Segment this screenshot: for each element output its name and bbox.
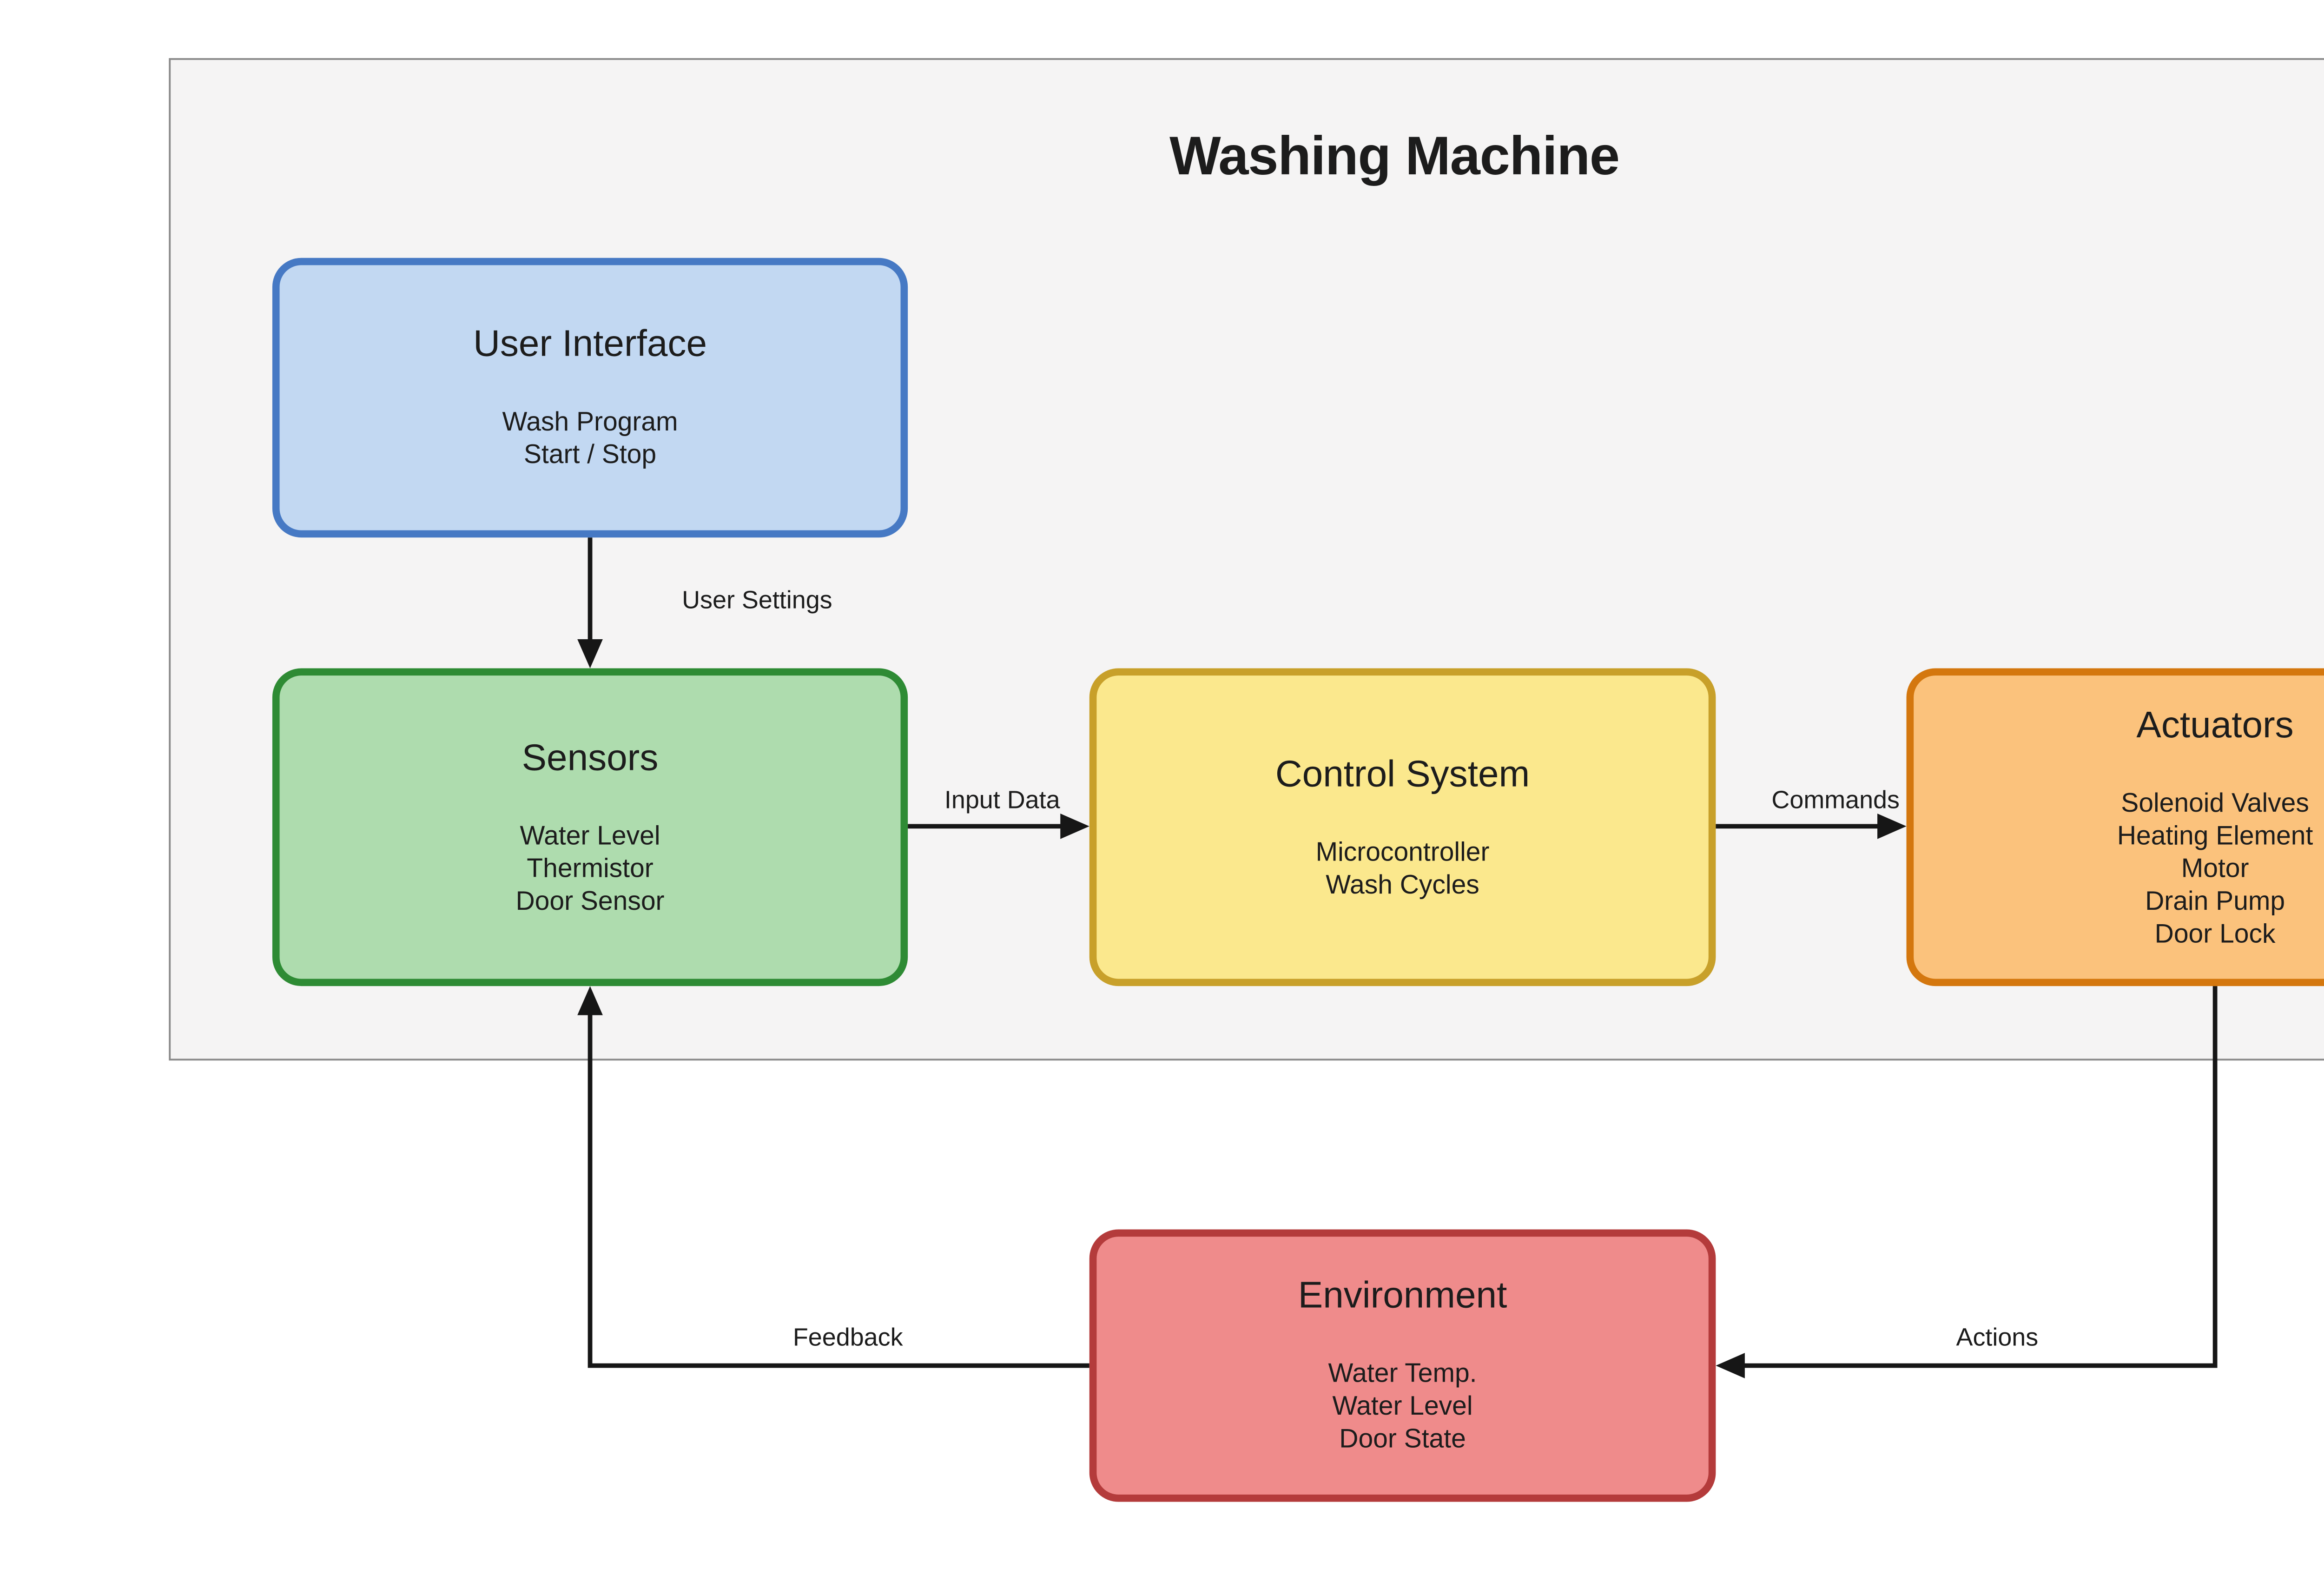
edge-label-actions: Actions xyxy=(1956,1324,2039,1351)
node-control-system-title: Control System xyxy=(1275,753,1530,794)
edge-actions-line xyxy=(1743,986,2218,1368)
node-user-interface-line: Start / Stop xyxy=(523,441,657,470)
node-actuators-title: Actuators xyxy=(2136,703,2294,746)
node-actuators-line: Solenoid Valves xyxy=(2121,789,2309,818)
node-sensors-title: Sensors xyxy=(522,736,659,778)
node-actuators-line: Heating Element xyxy=(2117,821,2313,851)
edge-commands-arrowhead xyxy=(1877,814,1907,839)
edge-label-commands: Commands xyxy=(1771,786,1900,814)
node-sensors-body: Water Level Thermistor Door Sensor xyxy=(515,820,664,918)
node-user-interface-title: User Interface xyxy=(473,323,707,365)
node-environment-body: Water Temp. Water Level Door State xyxy=(1328,1358,1477,1456)
node-user-interface-line: Wash Program xyxy=(502,408,678,438)
node-control-system-body: Microcontroller Wash Cycles xyxy=(1316,836,1490,902)
edge-user-settings-arrowhead xyxy=(577,639,603,669)
node-environment: Environment Water Temp. Water Level Door… xyxy=(1089,1229,1716,1502)
node-environment-title: Environment xyxy=(1298,1275,1507,1317)
node-control-system: Control System Microcontroller Wash Cycl… xyxy=(1089,668,1716,986)
node-environment-line: Water Temp. xyxy=(1328,1360,1477,1390)
node-sensors-line: Thermistor xyxy=(527,854,654,884)
node-actuators: Actuators Solenoid Valves Heating Elemen… xyxy=(1906,668,2324,986)
node-control-system-line: Microcontroller xyxy=(1315,838,1490,867)
node-sensors: Sensors Water Level Thermistor Door Sens… xyxy=(272,668,908,986)
edge-actions-arrowhead xyxy=(1716,1353,1745,1378)
node-user-interface-body: Wash Program Start / Stop xyxy=(502,407,678,472)
diagram-title: Washing Machine xyxy=(1169,127,1620,187)
edge-label-user-settings: User Settings xyxy=(682,586,832,614)
node-control-system-line: Wash Cycles xyxy=(1326,871,1479,900)
node-environment-line: Door State xyxy=(1339,1425,1466,1455)
node-sensors-line: Water Level xyxy=(520,821,660,851)
node-actuators-line: Door Lock xyxy=(2154,920,2276,949)
edge-feedback-arrowhead xyxy=(577,986,603,1015)
node-sensors-line: Door Sensor xyxy=(515,887,665,916)
node-actuators-line: Motor xyxy=(2181,854,2249,884)
node-user-interface: User Interface Wash Program Start / Stop xyxy=(272,258,908,538)
node-actuators-body: Solenoid Valves Heating Element Motor Dr… xyxy=(2117,787,2313,951)
node-environment-line: Water Level xyxy=(1332,1393,1473,1422)
edge-feedback-line xyxy=(588,1013,1089,1368)
edge-input-data-arrowhead xyxy=(1060,814,1089,839)
node-actuators-line: Drain Pump xyxy=(2145,887,2285,916)
edge-label-feedback: Feedback xyxy=(792,1324,903,1351)
edge-label-input-data: Input Data xyxy=(944,786,1060,814)
